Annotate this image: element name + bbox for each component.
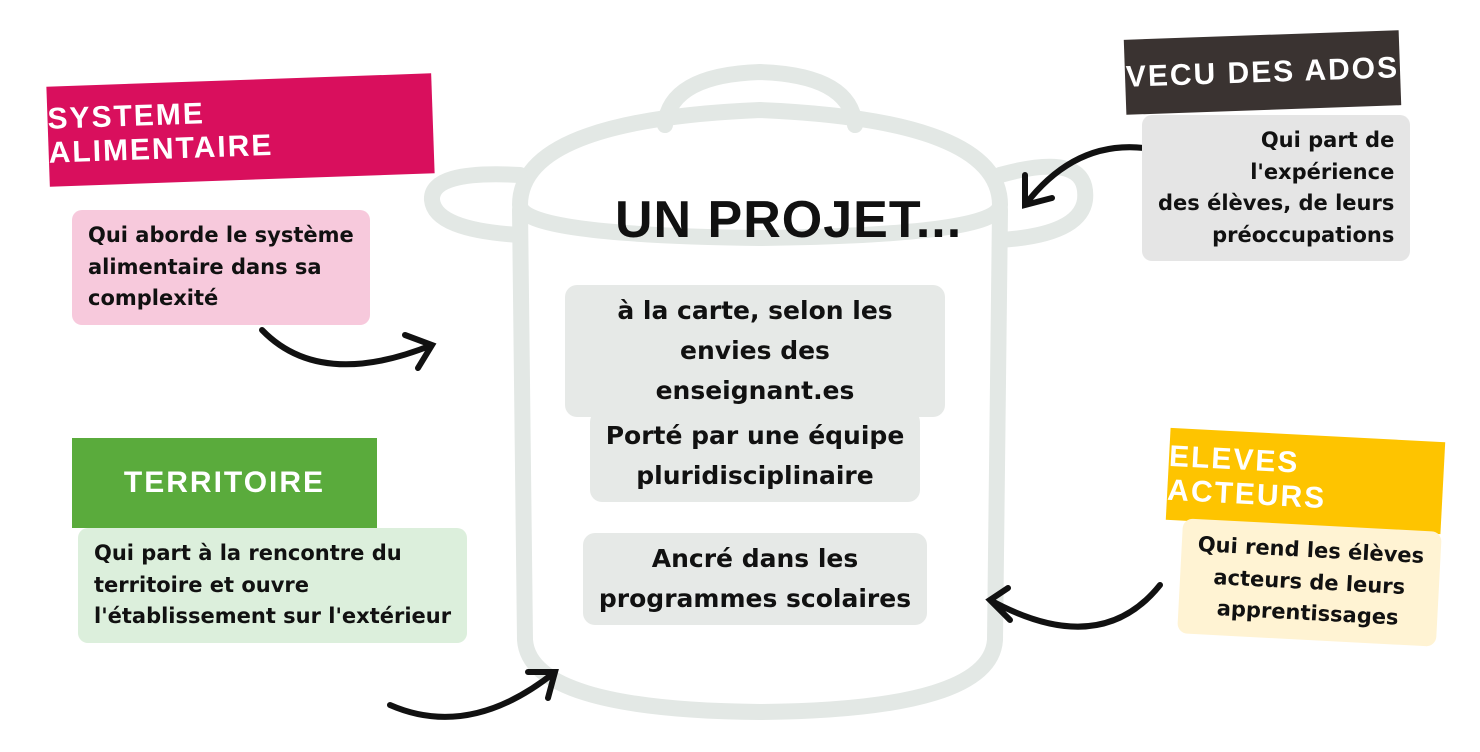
title: UN PROJET... xyxy=(615,191,963,249)
tag-vecu-des-ados: VECU DES ADOS xyxy=(1123,30,1402,115)
box-territoire: Qui part à la rencontre du territoire et… xyxy=(78,528,468,643)
box-line: des élèves, de leurs xyxy=(1158,191,1395,215)
center-item-line: Ancré dans les xyxy=(651,544,859,573)
center-item-line: à la carte, selon les xyxy=(617,296,893,325)
box-systeme: Qui aborde le système alimentaire dans s… xyxy=(72,210,370,325)
pot-handle-left xyxy=(424,166,528,243)
center-item-line: Porté par une équipe xyxy=(605,421,905,450)
tag-eleves-acteurs: ELEVES ACTEURS xyxy=(1165,427,1446,535)
center-item-3: Ancré dans les programmes scolaires xyxy=(565,533,945,625)
tag-systeme-alimentaire: SYSTEME ALIMENTAIRE xyxy=(46,73,435,187)
center-item-1: à la carte, selon les envies des enseigna… xyxy=(565,285,945,417)
box-line: Qui part de xyxy=(1260,128,1395,152)
box-line: Qui part à la rencontre du xyxy=(94,541,402,565)
center-item-line: pluridisciplinaire xyxy=(636,461,874,490)
box-line: l'expérience xyxy=(1250,159,1395,184)
pot-knob xyxy=(657,64,863,133)
center-item-2: Porté par une équipe pluridisciplinaire xyxy=(565,410,945,502)
box-line: alimentaire dans sa xyxy=(88,254,322,279)
arrow-systeme xyxy=(259,327,437,371)
tag-territoire: TERRITOIRE xyxy=(72,438,377,528)
center-item-line: envies des enseignant.es xyxy=(655,336,855,405)
box-line: Qui aborde le système xyxy=(88,223,354,247)
box-eleves: Qui rend les élèves acteurs de leurs app… xyxy=(1177,518,1442,647)
center-item-line: programmes scolaires xyxy=(598,584,912,613)
arrow-eleves xyxy=(985,582,1163,630)
box-vecu: Qui part de l'expérience des élèves, de … xyxy=(1142,115,1411,261)
box-line: territoire et ouvre xyxy=(94,572,310,597)
box-line: complexité xyxy=(88,286,219,310)
box-line: l'établissement sur l'extérieur xyxy=(94,604,452,628)
pot-handle-right xyxy=(992,158,1094,248)
box-line: préoccupations xyxy=(1212,222,1395,247)
arrow-territoire xyxy=(387,669,559,720)
